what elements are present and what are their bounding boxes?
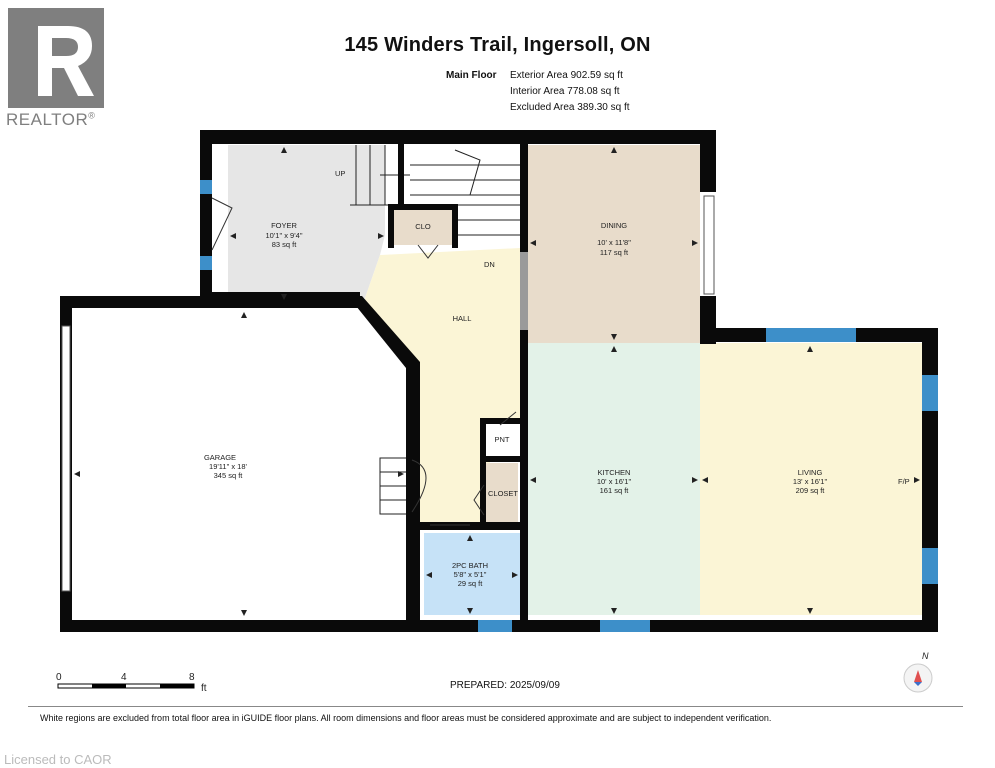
garage-dims: 19'11" x 18' — [209, 462, 247, 471]
living-dims: 13' x 16'1" — [793, 477, 828, 486]
kitchen-name: KITCHEN — [598, 468, 631, 477]
living-area: 209 sq ft — [796, 486, 826, 495]
fireplace-label: F/P — [898, 477, 910, 486]
scale-tick-4: 4 — [121, 672, 127, 683]
scale-bar — [57, 683, 195, 689]
dining-dims: 10' x 11'8" — [597, 238, 631, 247]
license-watermark: Licensed to CAOR — [4, 752, 112, 767]
stairs — [350, 145, 520, 236]
bath-area: 29 sq ft — [458, 579, 484, 588]
garage-name: GARAGE — [204, 453, 236, 462]
closet-room — [484, 463, 518, 523]
scale-tick-0: 0 — [56, 672, 62, 683]
bath-name: 2PC BATH — [452, 561, 488, 570]
kitchen-dims: 10' x 16'1" — [597, 477, 632, 486]
foyer-area: 83 sq ft — [272, 240, 298, 249]
clo-name: CLO — [415, 222, 431, 231]
realtor-wordmark: REALTOR® — [6, 110, 95, 130]
living-name: LIVING — [798, 468, 823, 477]
dining-name: DINING — [601, 221, 627, 230]
pnt-room — [484, 423, 518, 457]
hall-name: HALL — [453, 314, 472, 323]
compass-north: N — [922, 651, 929, 661]
living-room — [700, 343, 922, 615]
realtor-logo-icon — [8, 8, 104, 108]
foyer-dims: 10'1" x 9'4" — [266, 231, 303, 240]
stairs-down-label: DN — [484, 260, 495, 269]
dining-area: 117 sq ft — [600, 248, 629, 257]
dimension-arrows — [74, 147, 920, 616]
floor-name: Main Floor — [446, 70, 497, 81]
closet-name: CLOSET — [488, 489, 518, 498]
bath-room — [424, 533, 520, 615]
pnt-name: PNT — [495, 435, 510, 444]
hall-opening — [520, 252, 528, 330]
kitchen-room — [528, 343, 700, 615]
prepared-date: PREPARED: 2025/09/09 — [450, 680, 560, 691]
compass-icon — [903, 663, 933, 693]
exterior-area: Exterior Area 902.59 sq ft — [510, 70, 623, 81]
brand-name: REALTOR — [6, 110, 89, 129]
foyer-room — [228, 145, 385, 298]
clo-room — [393, 205, 453, 245]
interior-area: Interior Area 778.08 sq ft — [510, 86, 620, 97]
dining-room — [528, 145, 700, 343]
bath-dims: 5'8" x 5'1" — [454, 570, 487, 579]
windows — [200, 180, 938, 632]
scale-tick-8: 8 — [189, 672, 195, 683]
garage-area: 345 sq ft — [214, 471, 244, 480]
door-swings — [211, 197, 517, 526]
disclaimer: White regions are excluded from total fl… — [40, 713, 772, 723]
excluded-area: Excluded Area 389.30 sq ft — [510, 102, 630, 113]
brand-registered: ® — [88, 110, 96, 121]
footer-divider — [28, 706, 963, 707]
page-title: 145 Winders Trail, Ingersoll, ON — [344, 34, 651, 56]
scale-unit: ft — [201, 683, 207, 694]
stairs-up-label: UP — [335, 169, 345, 178]
side-windows — [61, 195, 715, 592]
kitchen-area: 161 sq ft — [600, 486, 630, 495]
foyer-name: FOYER — [271, 221, 297, 230]
realtor-logo: REALTOR® — [6, 6, 116, 136]
